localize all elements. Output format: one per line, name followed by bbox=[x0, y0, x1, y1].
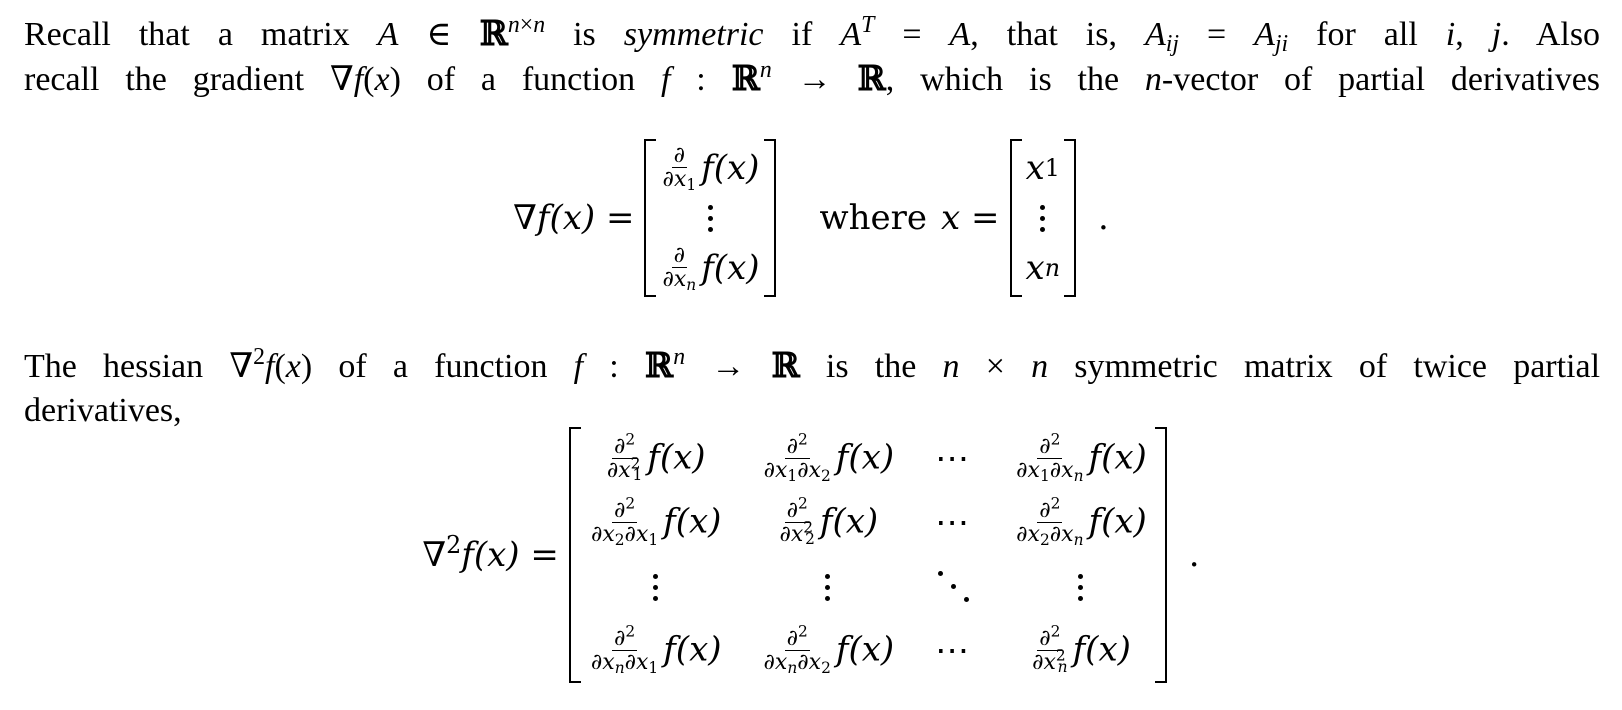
hessian-line-1: The hessian ∇2f(x) of a function f : ℝn … bbox=[24, 343, 1601, 386]
gradient-lhs: ∇f(x) = bbox=[513, 198, 635, 238]
intro-line-1: Recall that a matrix A ∈ ℝn×n is symmetr… bbox=[24, 11, 1601, 57]
gradient-equation: ∇f(x) = ∂∂x1 f(x) ∂∂xn f(x) where bbox=[0, 138, 1622, 298]
hessian-lhs: ∇2f(x) = bbox=[422, 530, 559, 575]
gradient-vector: ∂∂x1 f(x) ∂∂xn f(x) bbox=[644, 139, 776, 297]
hessian-line-2: derivatives, bbox=[24, 392, 182, 429]
intro-line-2: recall the gradient ∇f(x) of a function … bbox=[24, 56, 1601, 99]
intro-paragraph: Recall that a matrix A ∈ ℝn×n is symmetr… bbox=[24, 12, 1600, 102]
hessian-paragraph: The hessian ∇2f(x) of a function f : ℝn … bbox=[24, 344, 1600, 433]
where-label: where bbox=[819, 198, 928, 238]
x-equals: x = bbox=[941, 198, 1000, 238]
